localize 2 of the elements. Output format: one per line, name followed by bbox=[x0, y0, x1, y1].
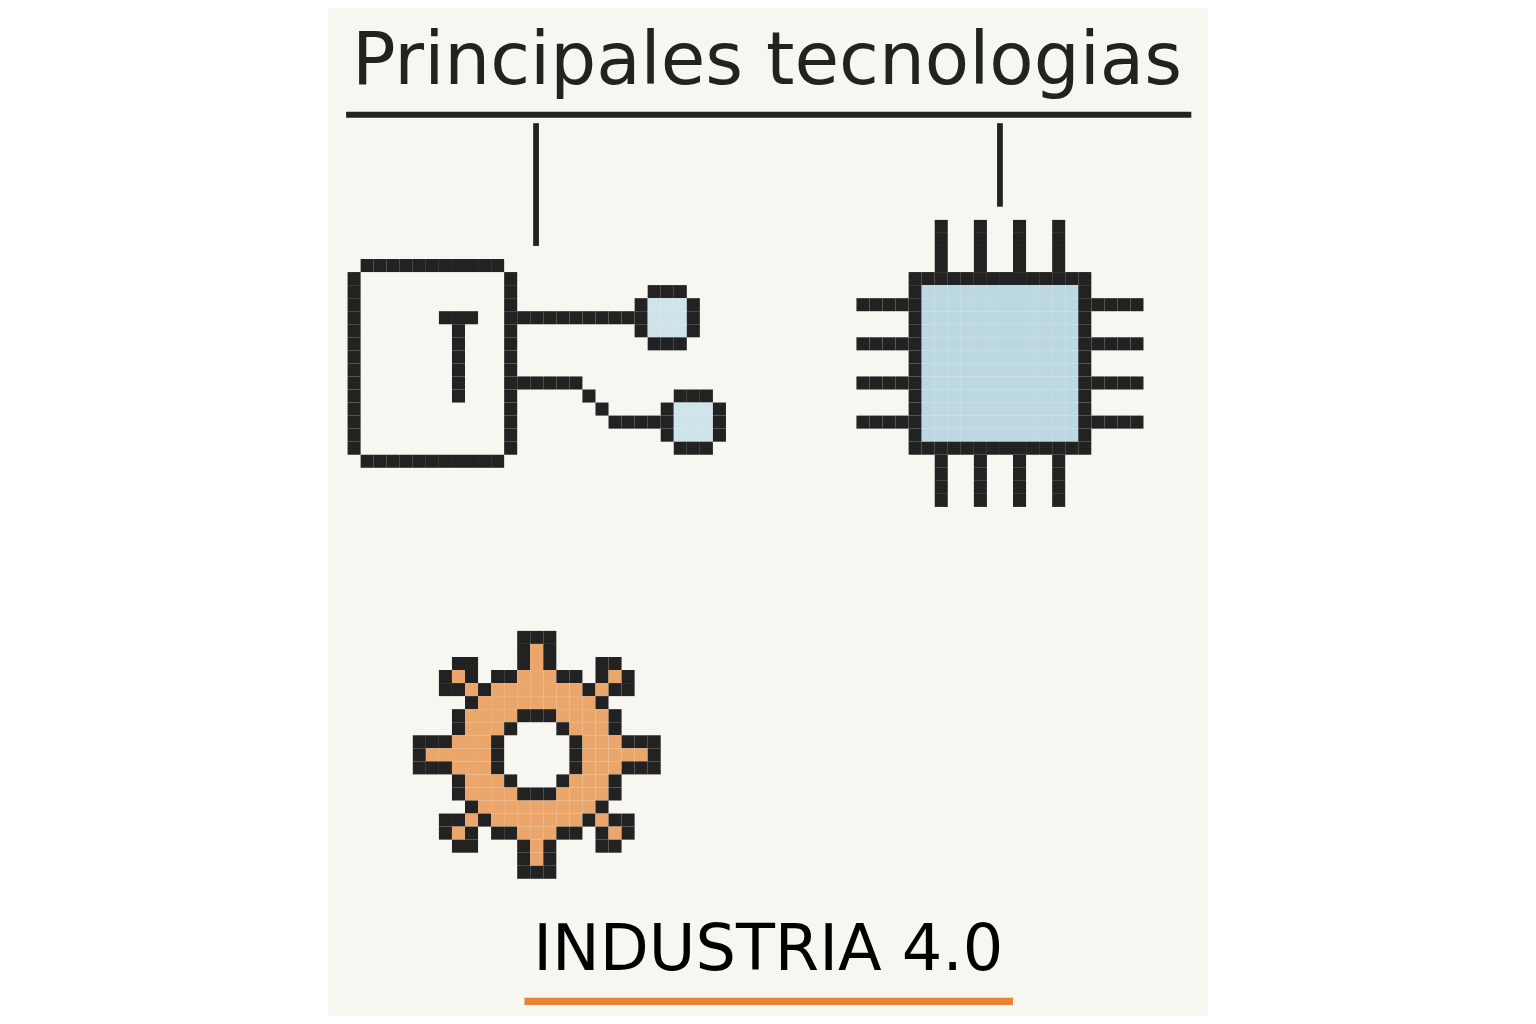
node-label: Principales tecnologias bbox=[351, 17, 1182, 102]
caption: INDUSTRIA 4.0 bbox=[533, 911, 1004, 986]
